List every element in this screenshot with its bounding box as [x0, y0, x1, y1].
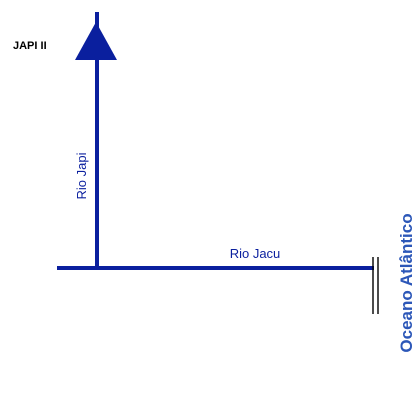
- rio-japi-label: Rio Japi: [74, 152, 89, 199]
- rio-jacu-label: Rio Jacu: [230, 246, 281, 261]
- triangle-up-icon: [75, 22, 117, 60]
- ocean-label: Oceano Atlântico: [397, 213, 416, 352]
- station-label: JAPI II: [13, 40, 47, 52]
